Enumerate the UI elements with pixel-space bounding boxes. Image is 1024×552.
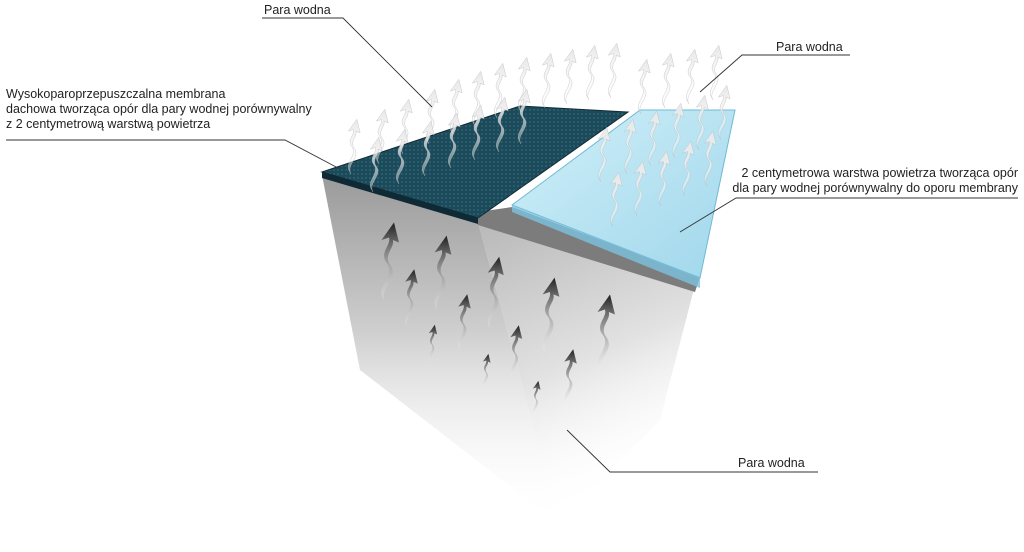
leader-membrane (6, 140, 338, 168)
label-membrane-line-2: dachowa tworząca opór dla pary wodnej po… (6, 102, 312, 117)
label-air-layer-line-2: dla pary wodnej porównywalny do oporu me… (732, 181, 1018, 196)
wavy-vapor-icon (686, 49, 698, 103)
wavy-vapor-icon (638, 59, 650, 113)
wavy-vapor-icon (608, 43, 620, 97)
label-air-layer-line-1: 2 centymetrowa warstwa powietrza tworząc… (732, 166, 1018, 181)
leader-air-layer (680, 198, 1018, 232)
wavy-vapor-icon (586, 45, 598, 99)
label-air-layer: 2 centymetrowa warstwa powietrza tworząc… (732, 166, 1018, 196)
label-right-vapor: Para wodna (776, 40, 843, 55)
label-membrane: Wysokoparoprzepuszczalna membrana dachow… (6, 87, 312, 132)
wavy-vapor-icon (710, 45, 722, 99)
label-membrane-line-3: z 2 centymetrową warstwą powietrza (6, 117, 312, 132)
wavy-vapor-icon (662, 53, 674, 107)
label-membrane-line-1: Wysokoparoprzepuszczalna membrana (6, 87, 312, 102)
label-top-vapor: Para wodna (264, 3, 331, 18)
wavy-vapor-icon (542, 53, 554, 107)
label-bottom-vapor: Para wodna (738, 456, 805, 471)
wavy-vapor-icon (564, 49, 576, 103)
leader-right-vapor (700, 55, 850, 92)
